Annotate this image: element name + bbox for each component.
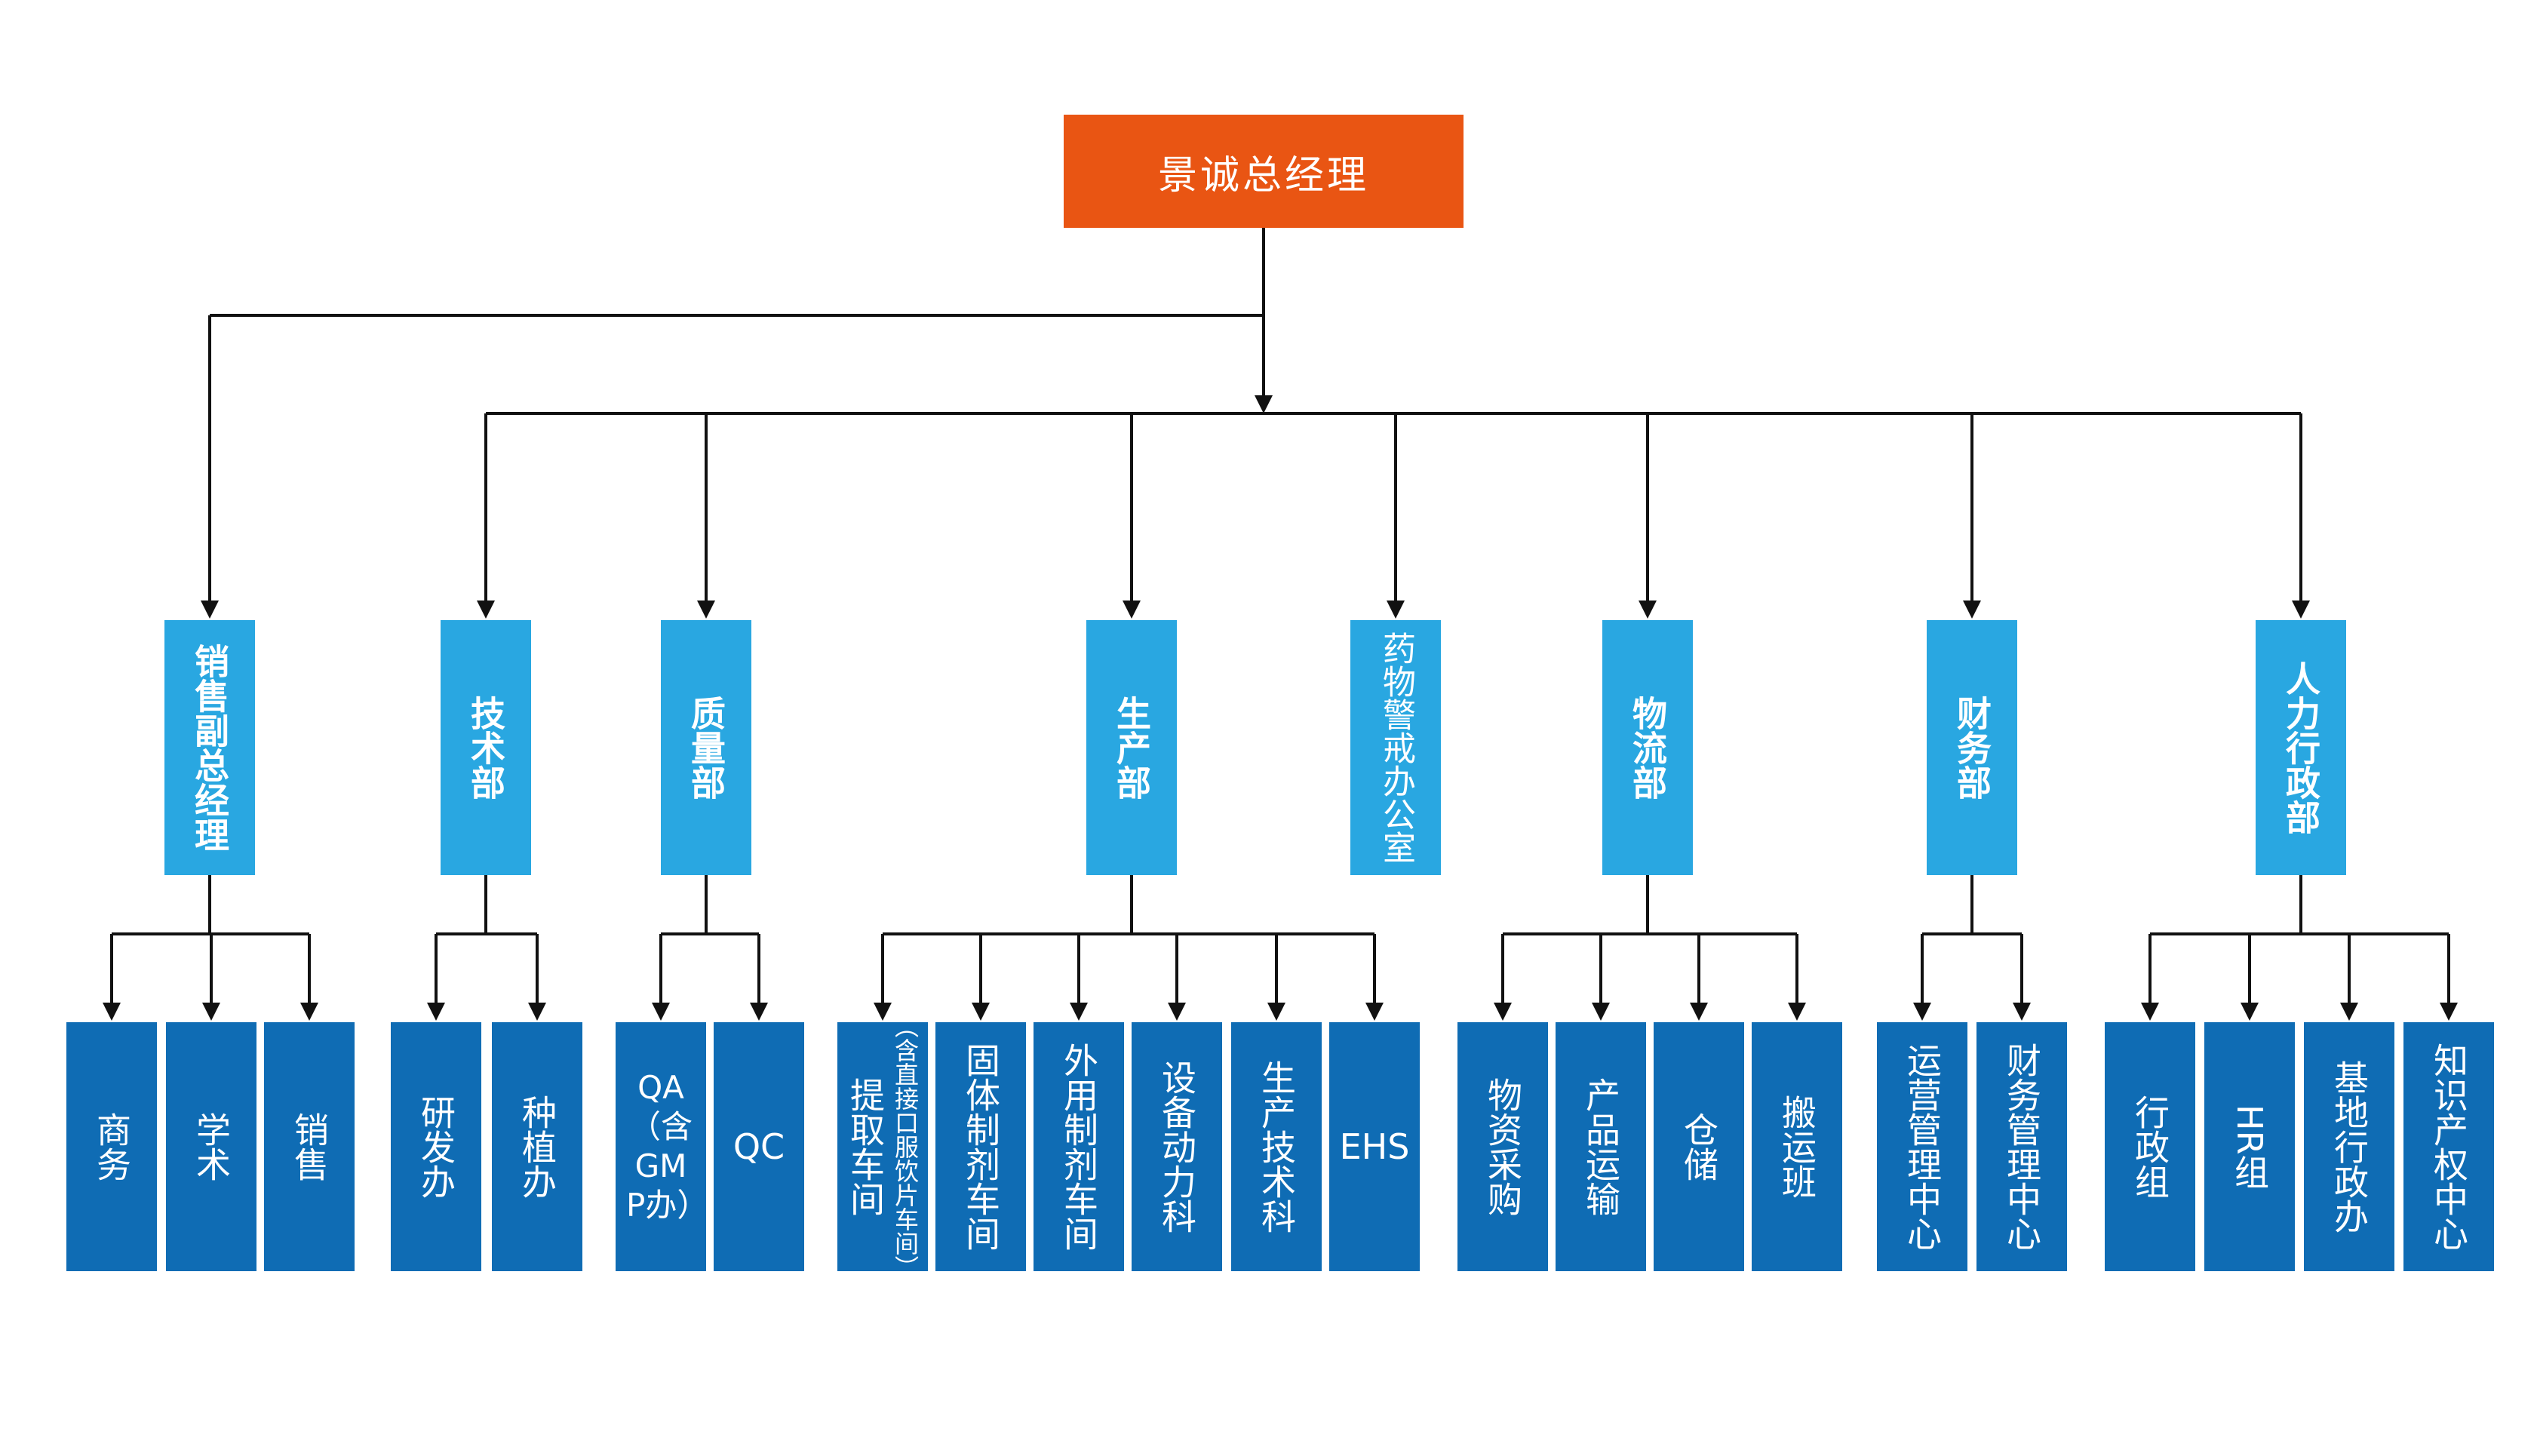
root-node: 景诚总经理 (1064, 115, 1464, 228)
sub-logi-2: 仓储 (1654, 1022, 1744, 1271)
sub-prod-5-label: EHS (1339, 1126, 1410, 1167)
arrow-head-18 (1963, 601, 1981, 619)
sub-hr-3: 知识产权中心 (2403, 1022, 2494, 1271)
dept-production-label: 生产部 (1111, 696, 1152, 800)
arrow-head-3 (201, 601, 219, 619)
sub-fin-0-label: 运营管理中心 (1902, 1043, 1943, 1251)
sub-logi-0-label: 物资采购 (1482, 1077, 1523, 1216)
dept-hr: 人力行政部 (2256, 620, 2346, 875)
sub-sales-2-label: 销售 (289, 1112, 330, 1181)
arrow-head-50 (1168, 1003, 1186, 1021)
arrow-head-44 (874, 1003, 892, 1021)
arrow-head-8 (477, 601, 495, 619)
dept-logistics-label: 物流部 (1627, 696, 1668, 800)
sub-sales-0-label: 商务 (91, 1112, 132, 1181)
arrow-head-40 (750, 1003, 768, 1021)
sub-hr-1-label: HR组 (2229, 1104, 2270, 1190)
sub-prod-4: 生产技术科 (1231, 1022, 1322, 1271)
arrow-head-52 (1267, 1003, 1285, 1021)
arrow-head-46 (972, 1003, 990, 1021)
sub-logi-3-label: 搬运班 (1777, 1095, 1817, 1199)
arrow-head-38 (652, 1003, 670, 1021)
dept-pharmacovigilance: 药物警戒办公室 (1350, 620, 1441, 875)
dept-tech-label: 技术部 (465, 696, 506, 800)
arrow-head-74 (2141, 1003, 2159, 1021)
arrow-head-24 (103, 1003, 121, 1021)
arrow-head-68 (1913, 1003, 1931, 1021)
arrow-head-80 (2440, 1003, 2458, 1021)
dept-logistics: 物流部 (1602, 620, 1693, 875)
sub-logi-1: 产品运输 (1556, 1022, 1646, 1271)
arrow-head-76 (2241, 1003, 2259, 1021)
arrow-head-48 (1070, 1003, 1088, 1021)
dept-pharmacovigilance-label: 药物警戒办公室 (1377, 631, 1415, 864)
sub-quality-0-label: QA（含GMP办） (626, 1069, 709, 1224)
sub-prod-4-label: 生产技术科 (1256, 1060, 1297, 1233)
sub-tech-1-label: 种植办 (517, 1095, 557, 1199)
arrow-head-28 (300, 1003, 318, 1021)
arrow-head-60 (1592, 1003, 1610, 1021)
arrow-head-62 (1690, 1003, 1708, 1021)
arrow-head-58 (1494, 1003, 1512, 1021)
sub-quality-0: QA（含GMP办） (616, 1022, 709, 1271)
arrow-head-54 (1365, 1003, 1384, 1021)
dept-hr-label: 人力行政部 (2281, 661, 2321, 834)
sub-tech-0-label: 研发办 (416, 1095, 456, 1199)
arrow-head-10 (697, 601, 715, 619)
sub-logi-3: 搬运班 (1752, 1022, 1842, 1271)
arrow-head-34 (528, 1003, 546, 1021)
dept-quality-label: 质量部 (686, 696, 726, 800)
sub-fin-0: 运营管理中心 (1877, 1022, 1967, 1271)
sub-quality-1-label: QC (733, 1126, 785, 1167)
sub-sales-1-label: 学术 (191, 1112, 232, 1181)
sub-logi-0: 物资采购 (1457, 1022, 1548, 1271)
dept-finance-label: 财务部 (1952, 696, 1992, 800)
sub-quality-1: QC (714, 1022, 804, 1271)
arrow-head-20 (2292, 601, 2310, 619)
sub-prod-2: 外用制剂车间 (1034, 1022, 1124, 1271)
arrow-head-5 (1255, 395, 1273, 413)
sub-prod-3: 设备动力科 (1132, 1022, 1222, 1271)
sub-fin-1: 财务管理中心 (1976, 1022, 2067, 1271)
sub-prod-0: （含直接口服饮片车间） 提取车间 (837, 1014, 928, 1279)
sub-prod-2-label: 外用制剂车间 (1058, 1043, 1099, 1251)
dept-production: 生产部 (1086, 620, 1177, 875)
arrow-head-64 (1788, 1003, 1806, 1021)
sub-prod-0-label: 提取车间 (845, 1077, 886, 1216)
arrow-head-14 (1387, 601, 1405, 619)
dept-sales-label: 销售副总经理 (189, 644, 230, 852)
sub-logi-1-label: 产品运输 (1580, 1077, 1621, 1216)
sub-hr-2-label: 基地行政办 (2329, 1060, 2370, 1233)
sub-sales-2: 销售 (264, 1022, 355, 1271)
arrow-head-26 (202, 1003, 220, 1021)
sub-fin-1-label: 财务管理中心 (2001, 1043, 2042, 1251)
arrow-head-32 (427, 1003, 445, 1021)
arrow-head-16 (1639, 601, 1657, 619)
sub-hr-0: 行政组 (2105, 1022, 2195, 1271)
sub-sales-1: 学术 (166, 1022, 256, 1271)
arrow-head-12 (1123, 601, 1141, 619)
sub-prod-0-note: （含直接口服饮片车间） (891, 1014, 920, 1279)
sub-prod-3-label: 设备动力科 (1156, 1060, 1197, 1233)
sub-prod-1: 固体制剂车间 (935, 1022, 1026, 1271)
sub-logi-2-label: 仓储 (1679, 1112, 1719, 1181)
sub-sales-0: 商务 (66, 1022, 157, 1271)
arrow-head-70 (2013, 1003, 2031, 1021)
dept-quality: 质量部 (661, 620, 751, 875)
dept-tech: 技术部 (441, 620, 531, 875)
sub-tech-1: 种植办 (492, 1022, 582, 1271)
sub-hr-1: HR组 (2204, 1022, 2295, 1271)
dept-finance: 财务部 (1927, 620, 2017, 875)
sub-hr-3-label: 知识产权中心 (2428, 1043, 2469, 1251)
sub-prod-5: EHS (1329, 1022, 1420, 1271)
sub-hr-0-label: 行政组 (2130, 1095, 2170, 1199)
sub-prod-1-label: 固体制剂车间 (960, 1043, 1001, 1251)
dept-sales: 销售副总经理 (164, 620, 255, 875)
root-label: 景诚总经理 (1157, 152, 1369, 198)
arrow-head-78 (2340, 1003, 2358, 1021)
sub-hr-2: 基地行政办 (2304, 1022, 2394, 1271)
sub-tech-0: 研发办 (391, 1022, 481, 1271)
